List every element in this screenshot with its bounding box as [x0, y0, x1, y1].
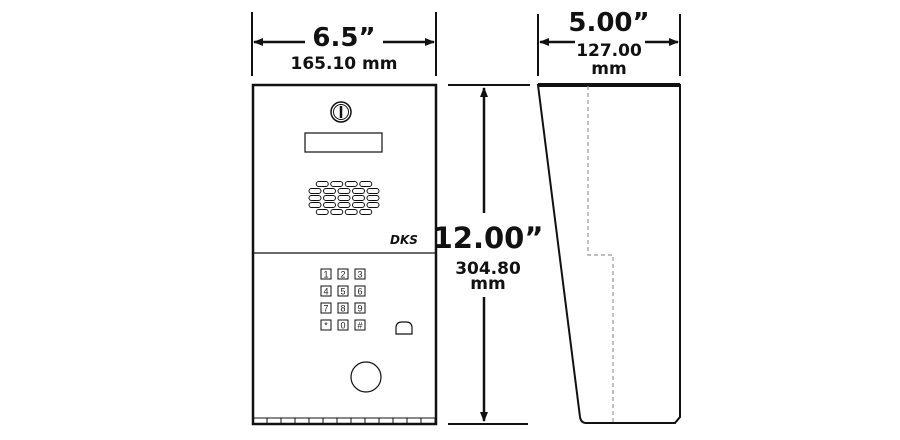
- depth-metric-value: 127.00: [576, 41, 642, 61]
- height-inches-label: 12.00”: [433, 221, 544, 255]
- keypad-key-label: 1: [323, 270, 328, 280]
- grille-slot: [344, 181, 358, 187]
- front-view: DKS 1 2 3 4 5 6 7 8 9 * 0 #: [251, 83, 438, 426]
- grille-slot: [352, 195, 365, 201]
- keypad-key-label: 2: [340, 270, 345, 280]
- grille-slot: [359, 209, 373, 215]
- grille-slot: [344, 209, 358, 215]
- bottom-vent: [253, 417, 436, 424]
- height-metric-unit: mm: [470, 274, 505, 294]
- grille-slot: [366, 195, 380, 201]
- speaker-grille: [308, 181, 380, 215]
- keypad-key-label: 4: [323, 287, 328, 297]
- grille-slot: [315, 209, 329, 215]
- grille-slot: [330, 209, 344, 215]
- handset-button-icon: [395, 321, 413, 335]
- side-view: [536, 83, 681, 424]
- grille-slot: [352, 188, 365, 194]
- camera-lens-icon: [350, 361, 382, 393]
- keypad-key-label: *: [324, 321, 328, 331]
- grille-slot: [323, 195, 336, 201]
- keypad-key-label: 5: [340, 287, 345, 297]
- keypad-key[interactable]: 0: [337, 319, 349, 331]
- keypad-key-label: 3: [357, 270, 362, 280]
- height-dimension: 12.00” 304.80 mm: [433, 84, 544, 425]
- keypad-key-label: 0: [340, 321, 345, 331]
- grille-slot: [308, 202, 322, 208]
- grille-slot: [337, 202, 351, 208]
- internal-profile-dashed: [587, 86, 614, 423]
- grille-slot: [359, 181, 373, 187]
- keypad-key[interactable]: *: [320, 319, 332, 331]
- keypad-key-label: 9: [357, 304, 362, 314]
- keypad-key[interactable]: 7: [320, 302, 332, 314]
- lock-icon: [330, 101, 352, 123]
- depth-metric-unit: mm: [591, 59, 626, 79]
- width-inches-label: 6.5”: [312, 23, 375, 53]
- keypad-key[interactable]: 3: [354, 268, 366, 280]
- keypad-key[interactable]: 6: [354, 285, 366, 297]
- keypad-key[interactable]: 8: [337, 302, 349, 314]
- width-metric-label: 165.10 mm: [291, 54, 398, 74]
- keypad-key[interactable]: 1: [320, 268, 332, 280]
- grille-slot: [308, 188, 322, 194]
- keypad-key[interactable]: 2: [337, 268, 349, 280]
- keypad: 1 2 3 4 5 6 7 8 9 * 0 #: [320, 268, 366, 331]
- grille-slot: [323, 202, 336, 208]
- keypad-key-label: 7: [323, 304, 328, 314]
- keypad-key[interactable]: #: [354, 319, 366, 331]
- keypad-key-label: 8: [340, 304, 345, 314]
- keypad-key-label: #: [357, 321, 362, 331]
- grille-slot: [330, 181, 344, 187]
- keypad-key[interactable]: 5: [337, 285, 349, 297]
- grille-slot: [337, 188, 351, 194]
- depth-inches-label: 5.00”: [568, 8, 649, 38]
- grille-slot: [366, 202, 380, 208]
- height-metric-value: 304.80: [455, 259, 521, 279]
- grille-slot: [366, 188, 380, 194]
- width-dimension: 6.5” 165.10 mm: [251, 12, 437, 76]
- grille-slot: [315, 181, 329, 187]
- grille-slot: [308, 195, 322, 201]
- keypad-key[interactable]: 9: [354, 302, 366, 314]
- keypad-key[interactable]: 4: [320, 285, 332, 297]
- depth-dimension: 5.00” 127.00 mm: [537, 8, 681, 79]
- grille-slot: [352, 202, 365, 208]
- keypad-key-label: 6: [357, 287, 362, 297]
- dks-logo: DKS: [390, 233, 418, 247]
- display-window: [304, 132, 383, 153]
- grille-slot: [323, 188, 336, 194]
- grille-slot: [337, 195, 351, 201]
